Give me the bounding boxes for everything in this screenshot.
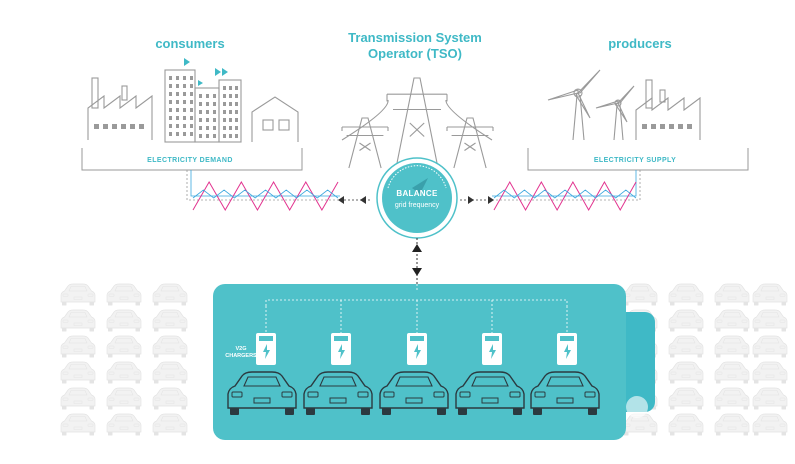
parked-car-icon [714,413,750,436]
ev-charger-icon [407,333,427,365]
arrow-left-out-icon [360,196,366,204]
parked-car-icon [668,309,704,332]
parked-car-icon [106,361,142,384]
parked-car-icon [714,283,750,306]
tso-title-line2: Operator (TSO) [368,46,462,61]
wind-turbine-icon [547,69,601,141]
parked-car-icon [752,387,788,410]
parked-car-icon [752,335,788,358]
v2g-chargers-label: V2G CHARGERS [220,346,262,360]
parked-car-icon [106,309,142,332]
transmission-tower-icon [386,77,448,169]
parked-car-icon [106,335,142,358]
v2g-label-line2: CHARGERS [225,353,257,359]
supply-bracket [527,148,749,171]
producers-group [547,69,701,141]
gauge-needle-icon [412,178,428,194]
parked-car-icon [60,335,96,358]
tso-title: Transmission System Operator (TSO) [330,30,500,62]
car-icon [303,371,373,415]
parked-car-icon [752,413,788,436]
parked-car-icon [714,361,750,384]
parked-car-icon [152,387,188,410]
parked-car-icon [714,309,750,332]
balance-subtitle: grid frequency [394,202,440,209]
balance-title: BALANCE [396,189,438,198]
parked-car-icon [752,361,788,384]
parked-car-icon [106,387,142,410]
parked-car-icon [668,361,704,384]
parked-car-icon [152,283,188,306]
transmission-towers [341,77,494,169]
parked-car-icon [106,283,142,306]
ev-charger-icon [482,333,502,365]
car-icon [530,371,600,415]
parked-car-icon [60,387,96,410]
parked-car-icon [60,309,96,332]
electricity-supply-label: ELECTRICITY SUPPLY [593,157,677,164]
car-icon [455,371,525,415]
power-flow-left [186,170,340,212]
balance-gauge [376,157,458,239]
parked-car-icon [668,387,704,410]
car-icon [379,371,449,415]
parked-car-icon [622,283,658,306]
parked-cars-background [60,283,788,436]
parked-car-icon [714,387,750,410]
parked-car-icon [752,309,788,332]
watermark-logo [626,396,648,418]
ev-charger-icon [331,333,351,365]
consumers-group [87,58,299,143]
parked-car-icon [152,361,188,384]
producers-label: producers [608,36,672,51]
office-building-icon [164,58,242,143]
charger-bus [265,284,568,333]
power-flow-right [492,170,641,212]
arrow-right-out-icon [468,196,474,204]
ev-charger-icon [557,333,577,365]
parked-car-icon [152,413,188,436]
balance-text: BALANCE grid frequency [378,163,456,233]
arrow-left-in-icon [338,196,344,204]
parked-car-icon [60,413,96,436]
ev-charger-icon [256,333,276,365]
parked-car-icon [668,335,704,358]
house-icon [251,96,299,142]
bidirectional-arrow-icon [412,238,422,284]
parked-car-icon [668,413,704,436]
car-icon [227,371,297,415]
parked-car-icon [152,309,188,332]
electricity-demand-label: ELECTRICITY DEMAND [147,157,233,164]
parked-car-icon [752,283,788,306]
parked-car-icon [714,335,750,358]
v2g-label-line1: V2G [235,346,247,352]
transmission-tower-icon [341,117,389,169]
parked-car-icon [668,283,704,306]
parked-car-icon [106,413,142,436]
consumers-label: consumers [155,36,225,51]
parked-car-icon [60,361,96,384]
wind-turbine-icon [595,85,635,141]
transmission-tower-icon [446,117,494,169]
factory-icon [635,79,701,140]
tso-title-line1: Transmission System [348,30,482,45]
arrow-right-in-icon [488,196,494,204]
demand-bracket [81,148,303,171]
parked-car-icon [152,335,188,358]
parked-car-icon [60,283,96,306]
factory-icon [87,77,153,140]
